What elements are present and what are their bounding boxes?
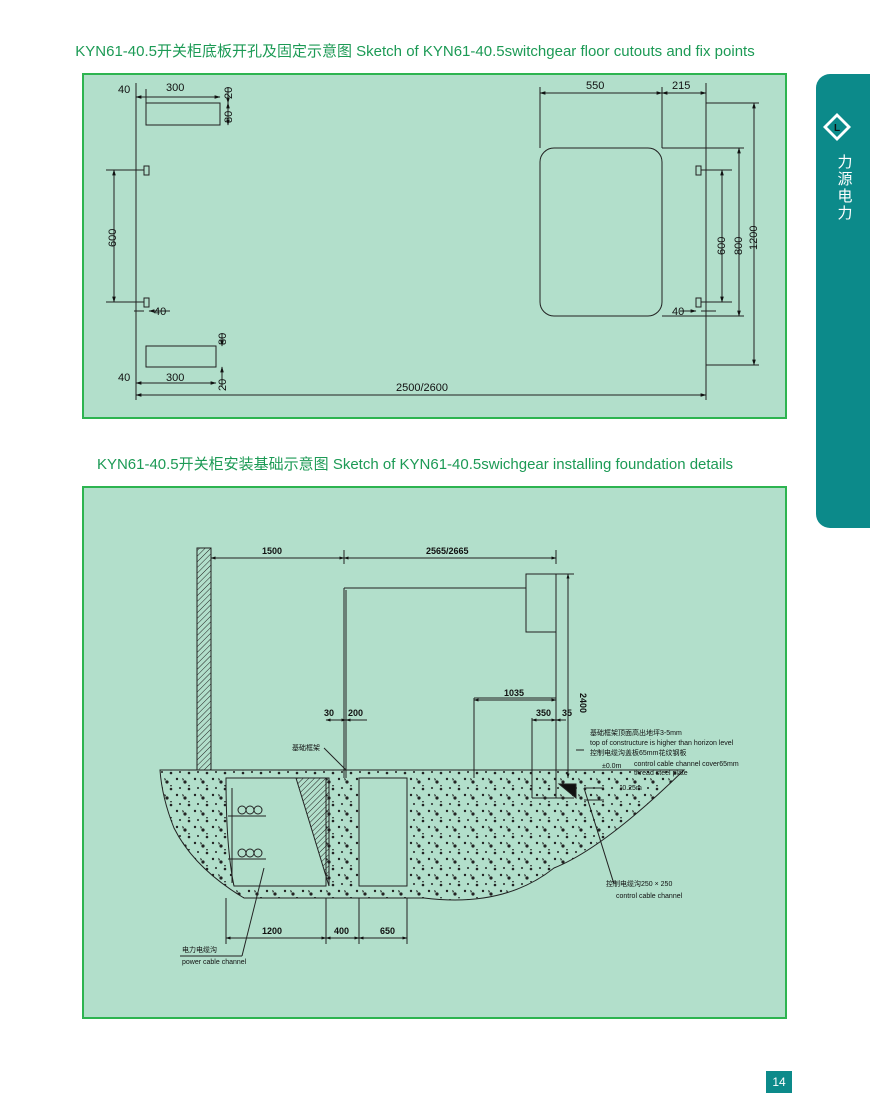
dim-400: 400 <box>334 926 349 936</box>
cutout-top-left <box>145 102 221 126</box>
dim-550: 550 <box>586 80 604 92</box>
power-channel-cn: 电力电缆沟 <box>182 945 217 954</box>
dim-30: 30 <box>324 708 334 718</box>
dim-20-top: 20 <box>223 87 235 99</box>
power-channel-en: power cable channel <box>182 959 247 966</box>
fix-point-top-left <box>143 165 150 176</box>
dim-1500: 1500 <box>262 546 282 556</box>
dim-800-right: 800 <box>733 237 745 255</box>
frame-label-cn: 基础框架 <box>292 743 320 752</box>
foundation-details-drawing: 1500 2565/2665 2400 1035 350 35 30 200 1… <box>82 486 787 1019</box>
fix-point-bottom-left <box>143 297 150 308</box>
dim-2400: 2400 <box>578 693 588 713</box>
switchgear-cabinet <box>343 573 577 800</box>
dim-300-bottom: 300 <box>166 372 184 384</box>
level-neg: -0.25m <box>620 785 642 792</box>
floor-cutouts-drawing: 40 300 20 80 600 40 80 40 300 20 2500/26… <box>82 73 787 419</box>
liyuan-logo-icon: L <box>823 113 851 141</box>
dim-40-top: 40 <box>118 84 130 96</box>
page-number: 14 <box>766 1071 792 1093</box>
dim-35: 35 <box>562 708 572 718</box>
cover-en-1: control cable channel cover65mm <box>634 761 739 768</box>
fix-point-bottom-right <box>695 297 702 308</box>
center-shaft <box>358 777 408 887</box>
dim-40-mid-left: 40 <box>154 306 166 318</box>
dim-40-right: 40 <box>672 306 684 318</box>
note-cn: 基础框架顶面高出地坪3-5mm <box>590 728 682 737</box>
dim-600-left: 600 <box>107 229 119 247</box>
dim-80-bottom: 80 <box>217 333 229 345</box>
brand-name-en: LIYUAN ELECTRIC <box>801 189 808 259</box>
dim-1200: 1200 <box>262 926 282 936</box>
dim-650: 650 <box>380 926 395 936</box>
ctrl-channel-cn: 控制电缆沟250 × 250 <box>606 879 672 888</box>
brand-side-tab: L 力源电力 LIYUAN ELECTRIC <box>801 74 870 528</box>
hatched-slope <box>295 777 330 887</box>
cover-cn: 控制电缆沟盖板65mm花纹钢板 <box>590 748 686 757</box>
dim-40-bottom: 40 <box>118 372 130 384</box>
dim-300-top: 300 <box>166 82 184 94</box>
note-en: top of constructure is higher than horiz… <box>590 740 734 747</box>
dim-350: 350 <box>536 708 551 718</box>
dim-1035: 1035 <box>504 688 524 698</box>
foundation-svg: 1500 2565/2665 2400 1035 350 35 30 200 1… <box>159 546 739 966</box>
dim-200: 200 <box>348 708 363 718</box>
dim-1200-right: 1200 <box>748 226 760 250</box>
floor-cutouts-svg: 40 300 20 80 600 40 80 40 300 20 2500/26… <box>106 80 760 400</box>
level-zero: ±0.0m <box>602 763 622 770</box>
section1-title: KYN61-40.5开关柜底板开孔及固定示意图 Sketch of KYN61-… <box>75 43 755 60</box>
dim-20-bottom: 20 <box>217 379 229 391</box>
brand-name-cn: 力源电力 <box>837 153 853 222</box>
cable-reels <box>228 788 266 883</box>
dim-2565-2665: 2565/2665 <box>426 546 469 556</box>
cutout-bottom-left <box>145 345 217 368</box>
dim-215: 215 <box>672 80 690 92</box>
dim-600-right: 600 <box>716 237 728 255</box>
dim-2500-2600: 2500/2600 <box>396 382 448 394</box>
left-wall <box>196 547 212 771</box>
dim-80-top: 80 <box>223 111 235 123</box>
section2-title: KYN61-40.5开关柜安装基础示意图 Sketch of KYN61-40.… <box>96 456 734 473</box>
svg-text:L: L <box>834 123 840 134</box>
ctrl-channel-en: control cable channel <box>616 893 683 900</box>
cutout-large-right <box>539 147 663 317</box>
cover-en-2: thread steel plate <box>634 770 688 777</box>
fix-point-top-right <box>695 165 702 176</box>
